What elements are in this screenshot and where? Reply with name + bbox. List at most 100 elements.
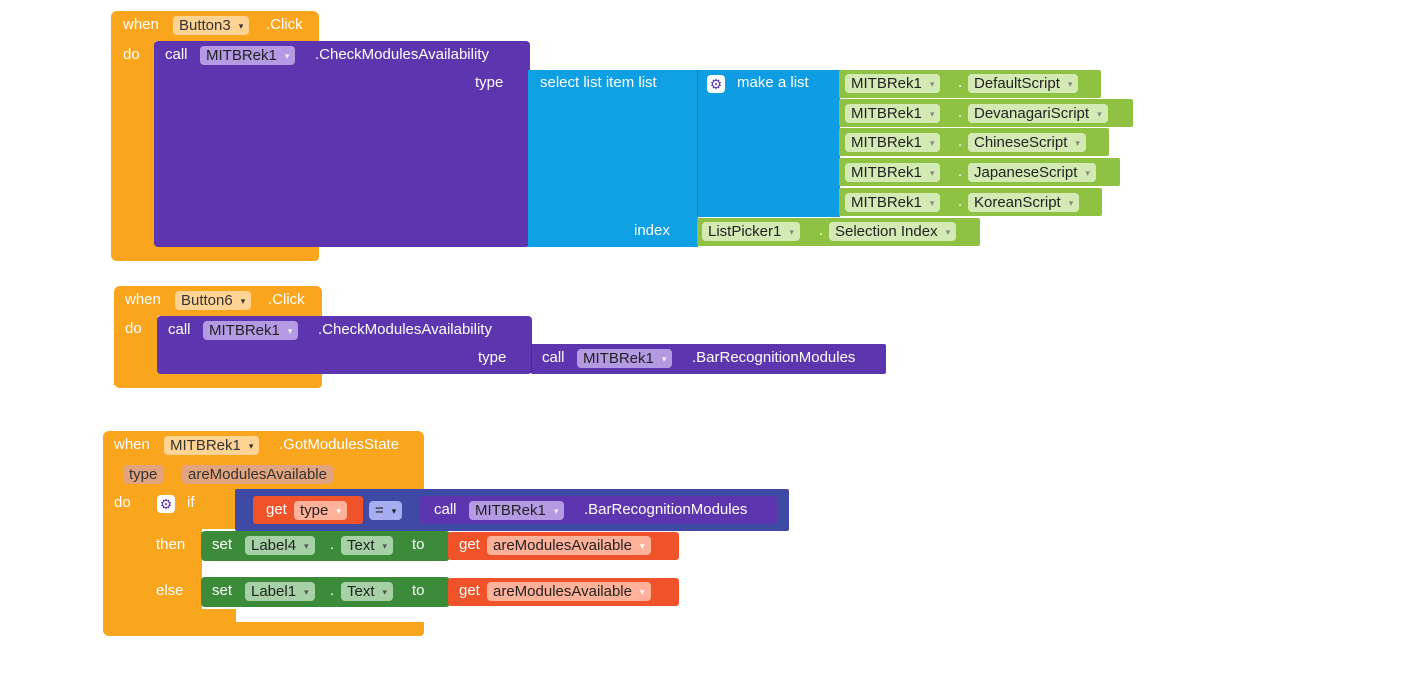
set-label: set bbox=[212, 536, 233, 553]
button-dropdown[interactable]: Button3▾ bbox=[173, 16, 250, 35]
chevron-down-icon: ▾ bbox=[304, 587, 309, 597]
chevron-down-icon: ▾ bbox=[929, 168, 935, 178]
chevron-down-icon: ▾ bbox=[639, 587, 645, 597]
chevron-down-icon: ▾ bbox=[1067, 79, 1073, 89]
operator-dropdown[interactable]: =▾ bbox=[369, 501, 403, 520]
do-label: do bbox=[125, 320, 142, 337]
chevron-down-icon: ▾ bbox=[929, 138, 935, 148]
make-a-list-label: make a list bbox=[737, 74, 809, 91]
chevron-down-icon: ▾ bbox=[639, 541, 645, 551]
component-dropdown[interactable]: MITBRek1▾ bbox=[845, 193, 941, 212]
component-dropdown[interactable]: MITBRek1▾ bbox=[845, 133, 941, 152]
to-label: to bbox=[412, 582, 425, 599]
event-name: .Click bbox=[268, 291, 305, 308]
when-label: when bbox=[114, 436, 150, 453]
component-dropdown[interactable]: MITBRek1▾ bbox=[200, 46, 296, 65]
event-name: .Click bbox=[266, 16, 303, 33]
when-label: when bbox=[125, 291, 161, 308]
dot-label: . bbox=[958, 193, 963, 210]
property-dropdown[interactable]: Selection Index▾ bbox=[829, 222, 957, 241]
index-socket-label: index bbox=[634, 222, 670, 239]
select-list-item-label: select list item list bbox=[540, 74, 657, 91]
component-dropdown[interactable]: MITBRek1▾ bbox=[164, 436, 260, 455]
property-dropdown[interactable]: ChineseScript▾ bbox=[968, 133, 1086, 152]
get-label: get bbox=[459, 582, 480, 599]
event-param-are-modules-available[interactable]: areModulesAvailable bbox=[182, 465, 333, 484]
call-label: call bbox=[542, 349, 565, 366]
call-label: call bbox=[434, 501, 457, 518]
method-name: .BarRecognitionModules bbox=[584, 501, 748, 518]
variable-dropdown[interactable]: areModulesAvailable▾ bbox=[487, 536, 651, 555]
mutator-gear-icon[interactable]: ⚙ bbox=[707, 75, 725, 93]
chevron-down-icon: ▾ bbox=[1097, 109, 1102, 119]
dot-label: . bbox=[330, 536, 335, 553]
variable-dropdown[interactable]: areModulesAvailable▾ bbox=[487, 582, 651, 601]
call-label: call bbox=[168, 321, 191, 338]
dot-label: . bbox=[958, 133, 963, 150]
event-do-arm bbox=[111, 40, 155, 250]
type-socket-label: type bbox=[475, 74, 504, 91]
when-label: when bbox=[123, 16, 159, 33]
chevron-down-icon: ▾ bbox=[284, 51, 290, 61]
mutator-gear-icon[interactable]: ⚙ bbox=[157, 495, 175, 513]
if-block-then-arm bbox=[145, 528, 202, 576]
chevron-down-icon: ▾ bbox=[1068, 198, 1074, 208]
chevron-down-icon: ▾ bbox=[945, 227, 951, 237]
component-dropdown[interactable]: MITBRek1▾ bbox=[845, 74, 941, 93]
make-a-list-block[interactable] bbox=[697, 70, 840, 217]
component-dropdown[interactable]: MITBRek1▾ bbox=[577, 349, 673, 368]
component-dropdown[interactable]: MITBRek1▾ bbox=[203, 321, 299, 340]
component-dropdown[interactable]: ListPicker1▾ bbox=[702, 222, 800, 241]
property-dropdown[interactable]: Text▾ bbox=[341, 536, 394, 555]
chevron-down-icon: ▾ bbox=[238, 21, 244, 31]
dot-label: . bbox=[819, 222, 824, 239]
property-dropdown[interactable]: DevanagariScript▾ bbox=[968, 104, 1108, 123]
component-dropdown[interactable]: Label1▾ bbox=[245, 582, 315, 601]
dot-label: . bbox=[958, 104, 963, 121]
chevron-down-icon: ▾ bbox=[1075, 138, 1080, 148]
method-name: .CheckModulesAvailability bbox=[318, 321, 492, 338]
do-label: do bbox=[123, 46, 140, 63]
else-label: else bbox=[156, 582, 184, 599]
variable-dropdown[interactable]: type▾ bbox=[294, 501, 347, 520]
chevron-down-icon: ▾ bbox=[929, 109, 935, 119]
event-param-type[interactable]: type bbox=[123, 465, 164, 484]
dot-label: . bbox=[330, 582, 335, 599]
component-dropdown[interactable]: MITBRek1▾ bbox=[469, 501, 565, 520]
chevron-down-icon: ▾ bbox=[661, 354, 667, 364]
chevron-down-icon: ▾ bbox=[240, 296, 246, 306]
property-dropdown[interactable]: JapaneseScript▾ bbox=[968, 163, 1096, 182]
component-dropdown[interactable]: MITBRek1▾ bbox=[845, 104, 941, 123]
call-label: call bbox=[165, 46, 188, 63]
if-label: if bbox=[187, 494, 195, 511]
get-label: get bbox=[459, 536, 480, 553]
event-footer bbox=[103, 622, 424, 636]
chevron-down-icon: ▾ bbox=[382, 541, 388, 551]
component-dropdown[interactable]: Label4▾ bbox=[245, 536, 315, 555]
then-label: then bbox=[156, 536, 186, 553]
event-footer bbox=[111, 246, 319, 261]
event-footer bbox=[114, 373, 322, 388]
chevron-down-icon: ▾ bbox=[553, 506, 559, 516]
call-method-block[interactable] bbox=[154, 41, 530, 247]
dot-label: . bbox=[958, 163, 963, 180]
get-label: get bbox=[266, 501, 287, 518]
property-dropdown[interactable]: DefaultScript▾ bbox=[968, 74, 1079, 93]
set-property-block-else[interactable] bbox=[201, 577, 450, 607]
chevron-down-icon: ▾ bbox=[929, 79, 935, 89]
button-dropdown[interactable]: Button6▾ bbox=[175, 291, 252, 310]
set-label: set bbox=[212, 582, 233, 599]
to-label: to bbox=[412, 536, 425, 553]
chevron-down-icon: ▾ bbox=[304, 541, 309, 551]
do-label: do bbox=[114, 494, 131, 511]
set-property-block-then[interactable] bbox=[201, 531, 450, 561]
chevron-down-icon: ▾ bbox=[382, 587, 388, 597]
property-dropdown[interactable]: Text▾ bbox=[341, 582, 394, 601]
property-dropdown[interactable]: KoreanScript▾ bbox=[968, 193, 1080, 212]
event-name: .GotModulesState bbox=[279, 436, 400, 453]
component-dropdown[interactable]: MITBRek1▾ bbox=[845, 163, 941, 182]
chevron-down-icon: ▾ bbox=[1085, 168, 1090, 178]
select-list-item-block[interactable] bbox=[528, 70, 698, 247]
dot-label: . bbox=[958, 74, 963, 91]
chevron-down-icon: ▾ bbox=[789, 227, 794, 237]
